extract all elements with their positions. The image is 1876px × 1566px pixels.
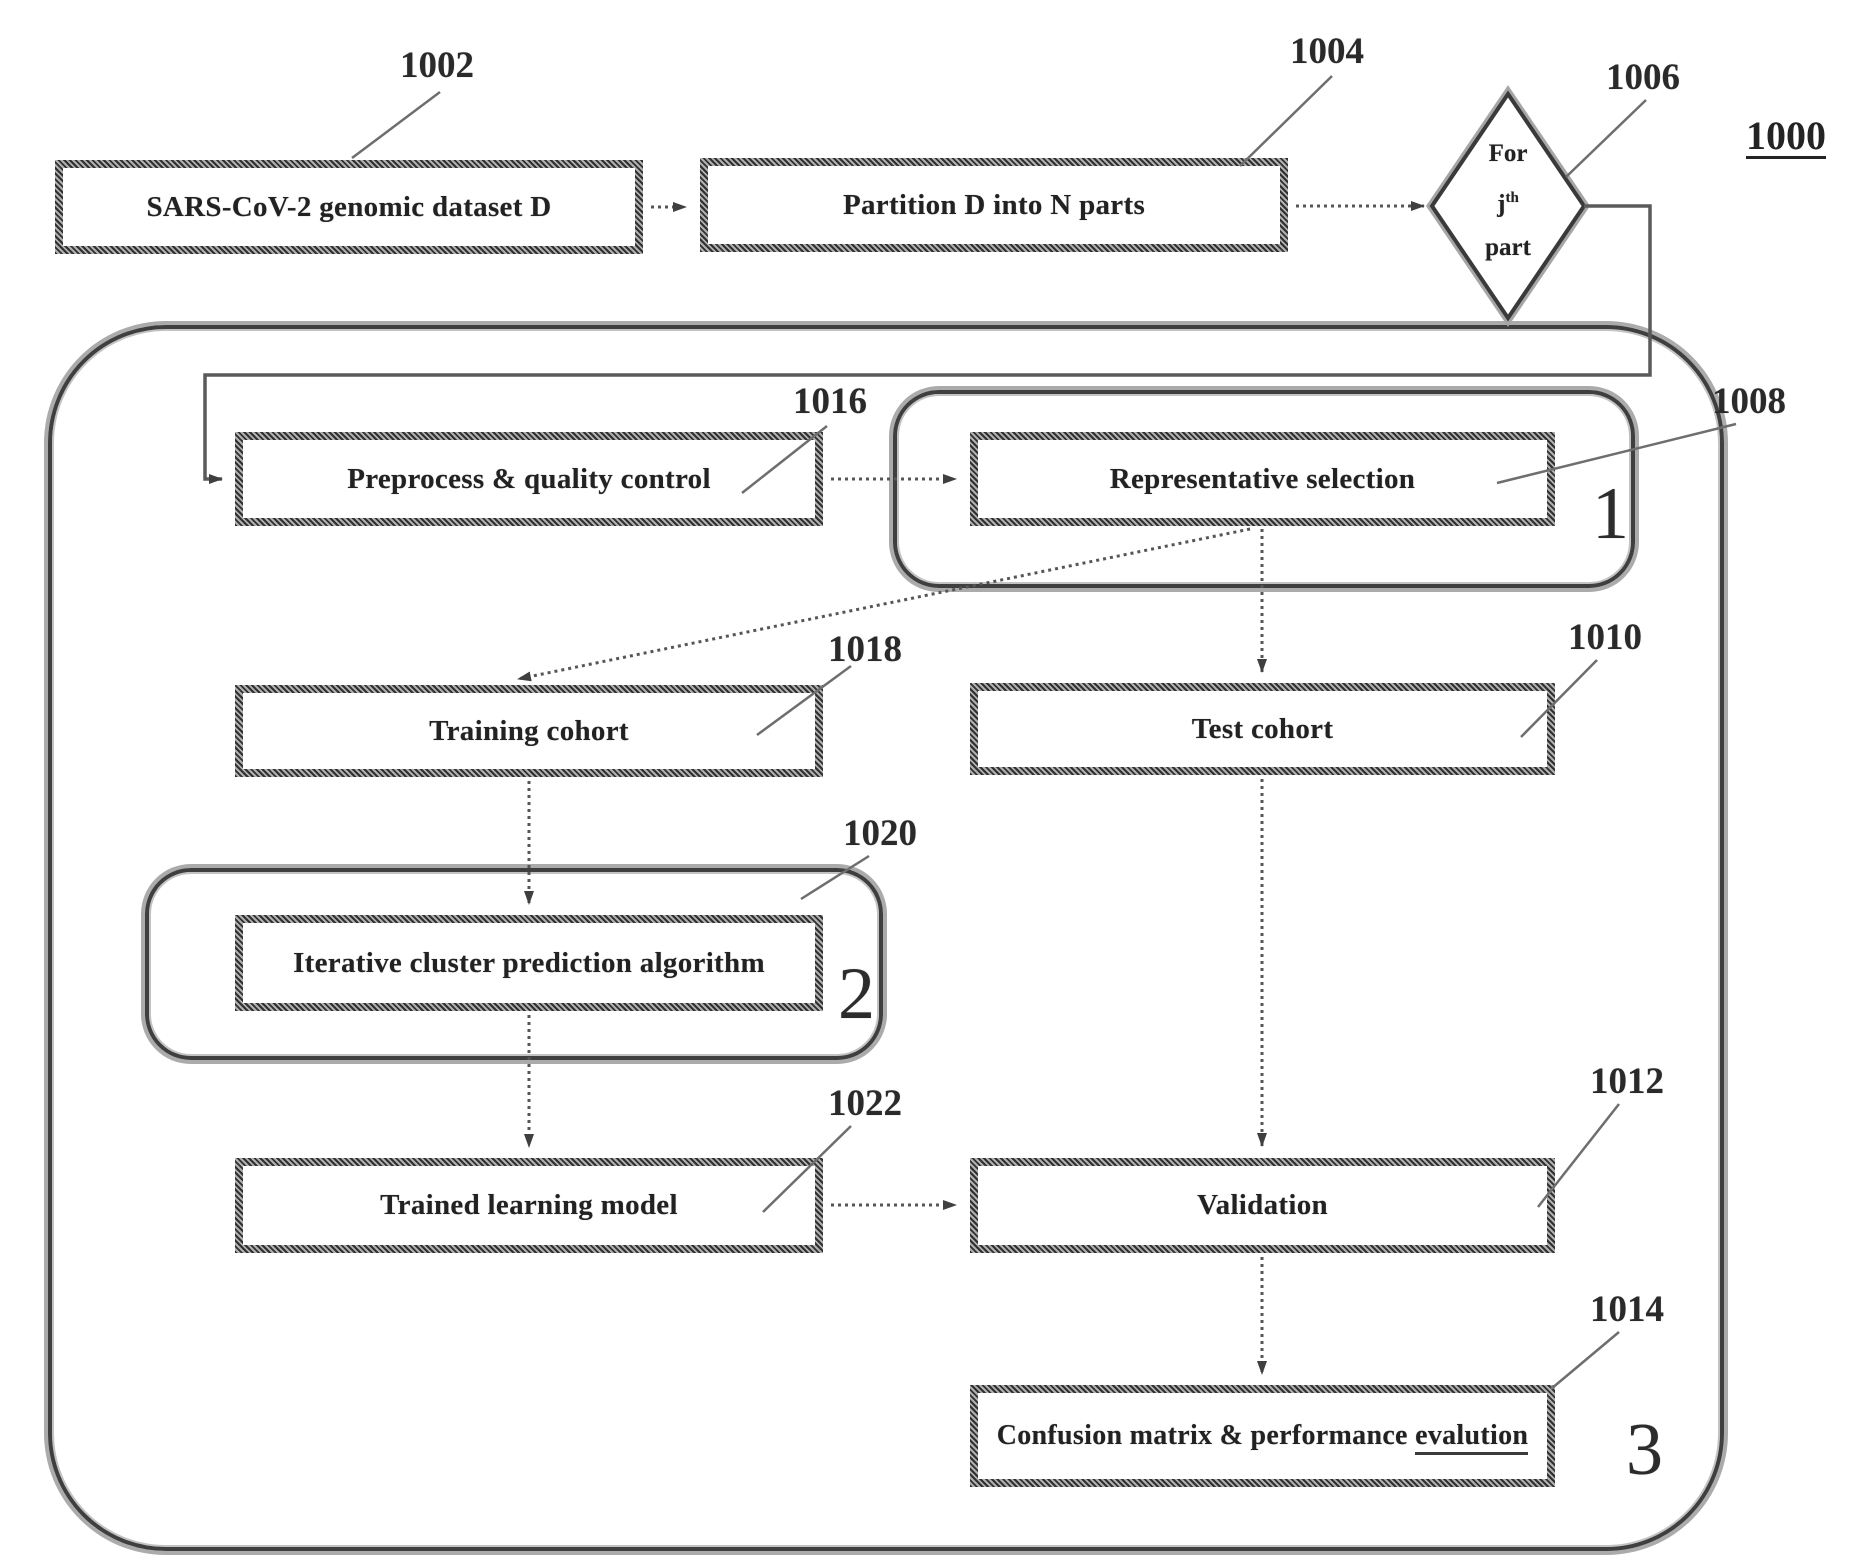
loop-diamond-label: For jth part xyxy=(1450,132,1566,270)
test-cohort-label: Test cohort xyxy=(1191,712,1334,745)
dataset-box: SARS-CoV-2 genomic dataset D xyxy=(55,160,643,254)
ref-1008: 1008 xyxy=(1712,381,1786,422)
partition-label: Partition D into N parts xyxy=(842,188,1146,221)
iterative-cluster-box: Iterative cluster prediction algorithm xyxy=(235,915,823,1011)
ref-1012: 1012 xyxy=(1590,1061,1664,1102)
training-cohort-box: Training cohort xyxy=(235,685,823,777)
dataset-label: SARS-CoV-2 genomic dataset D xyxy=(146,190,552,223)
ref-1018: 1018 xyxy=(828,629,902,670)
leader-1002 xyxy=(351,91,441,159)
loop-diamond-line3: part xyxy=(1485,234,1531,262)
stage-number-1: 1 xyxy=(1592,473,1629,555)
confusion-matrix-box: Confusion matrix & performance evalution xyxy=(970,1385,1555,1487)
partition-box: Partition D into N parts xyxy=(700,158,1288,252)
leader-1006 xyxy=(1565,99,1647,178)
stage-number-3: 3 xyxy=(1626,1409,1663,1491)
loop-diamond-line2: jth xyxy=(1497,190,1519,218)
training-cohort-label: Training cohort xyxy=(429,714,629,747)
ref-1014: 1014 xyxy=(1590,1289,1664,1330)
preprocess-label: Preprocess & quality control xyxy=(347,462,711,495)
loop-diamond-line1: For xyxy=(1488,140,1528,167)
validation-label: Validation xyxy=(1197,1189,1328,1222)
clustering-stage-container xyxy=(145,868,883,1060)
ref-1006: 1006 xyxy=(1606,57,1680,98)
preprocess-box: Preprocess & quality control xyxy=(235,432,823,526)
representative-box: Representative selection xyxy=(970,432,1555,526)
ref-1004: 1004 xyxy=(1290,31,1364,72)
ref-1022: 1022 xyxy=(828,1083,902,1124)
ref-1016: 1016 xyxy=(793,381,867,422)
ref-1020: 1020 xyxy=(843,813,917,854)
test-cohort-box: Test cohort xyxy=(970,683,1555,775)
confusion-matrix-label: Confusion matrix & performance evalution xyxy=(997,1419,1529,1456)
trained-model-box: Trained learning model xyxy=(235,1158,823,1253)
trained-model-label: Trained learning model xyxy=(380,1189,678,1222)
leader-1004 xyxy=(1239,75,1333,167)
figure-number: 1000 xyxy=(1746,113,1826,158)
ref-1002: 1002 xyxy=(400,45,474,86)
ref-1010: 1010 xyxy=(1568,617,1642,658)
iterative-cluster-label: Iterative cluster prediction algorithm xyxy=(293,946,765,979)
representative-label: Representative selection xyxy=(1109,462,1416,495)
stage-number-2: 2 xyxy=(838,953,875,1035)
validation-box: Validation xyxy=(970,1158,1555,1253)
